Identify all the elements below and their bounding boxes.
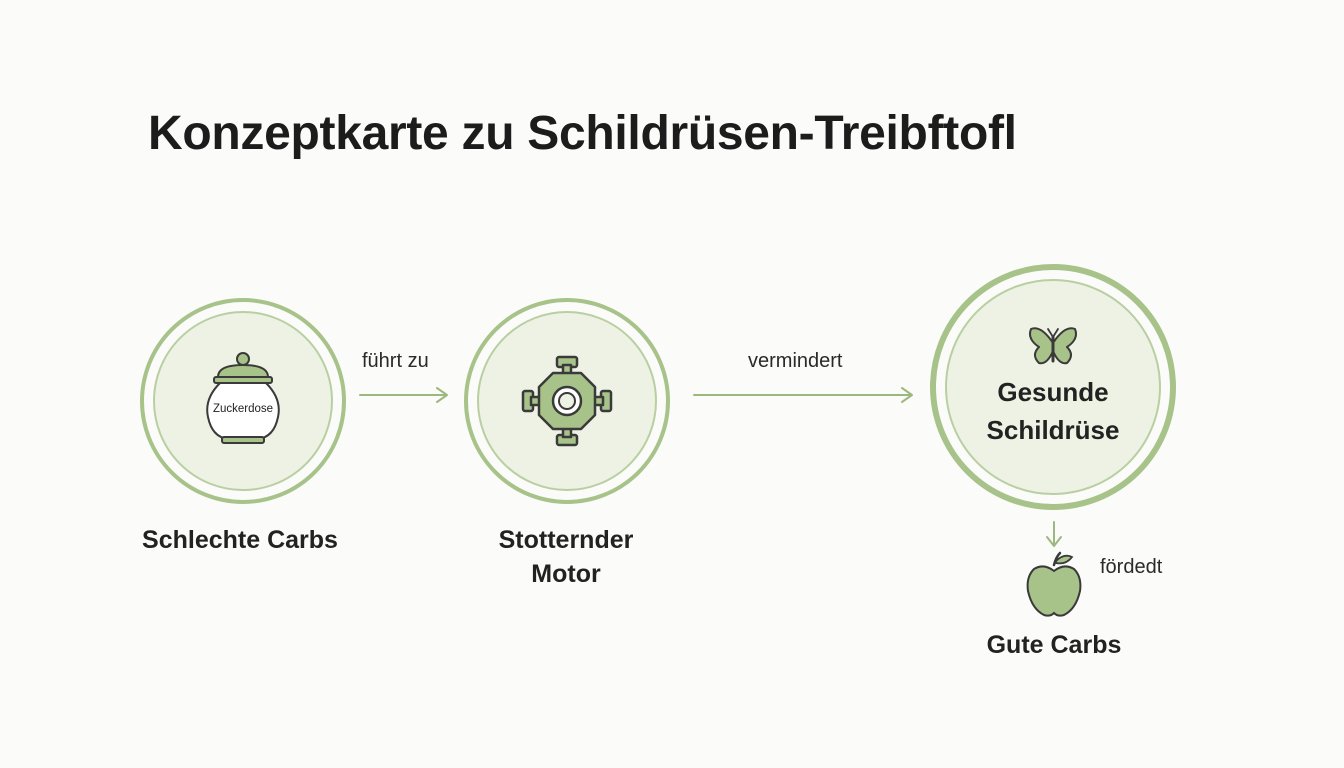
- edge-label-promotes: fördedt: [1100, 556, 1163, 578]
- edge-label-reduces: vermindert: [748, 350, 843, 372]
- node-bad-carbs-label: Schlechte Carbs: [142, 526, 338, 554]
- node-motor-label-line1: Stotternder: [498, 526, 634, 554]
- node-motor-label: Stotternder Motor: [456, 523, 676, 591]
- apple-icon: [1026, 551, 1082, 617]
- page-title: Konzeptkarte zu Schildrüsen-Treibftofl: [148, 107, 1017, 160]
- node-thyroid-label-line1: Gesunde: [997, 377, 1109, 407]
- sugar-jar-icon: Zuckerdose: [206, 352, 280, 444]
- arrow-leads-to: [359, 387, 448, 403]
- arrow-reduces: [693, 387, 913, 403]
- edge-label-leads-to: führt zu: [362, 350, 429, 372]
- jar-label: Zuckerdose: [213, 403, 273, 415]
- node-healthy-thyroid: Gesunde Schildrüse: [930, 264, 1176, 510]
- butterfly-icon: [1029, 327, 1077, 365]
- node-good-carbs-label: Gute Carbs: [986, 631, 1122, 659]
- engine-icon: [521, 355, 613, 447]
- node-motor-label-line2: Motor: [531, 560, 601, 588]
- node-bad-carbs: Zuckerdose: [140, 298, 346, 504]
- arrow-promotes: [1046, 521, 1062, 547]
- node-motor: [464, 298, 670, 504]
- node-thyroid-label-line2: Schildrüse: [986, 415, 1120, 445]
